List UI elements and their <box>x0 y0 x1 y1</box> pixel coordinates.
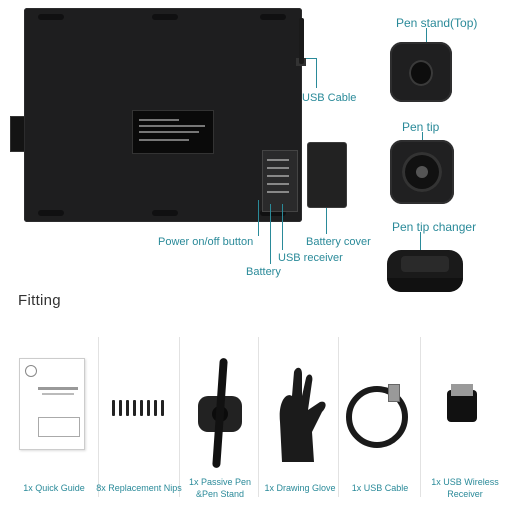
usb-cable-coil-icon <box>346 386 408 448</box>
tablet-label-sticker <box>132 110 214 154</box>
pen-tip-callout: Pen tip <box>402 120 440 134</box>
battery-cover-callout: Battery cover <box>306 236 371 248</box>
fitting-label: 1x USB Wireless Receiver <box>431 477 499 499</box>
pen-stand-icon <box>390 42 452 102</box>
fitting-label: 1x Drawing Glove <box>264 483 336 493</box>
usb-receiver-icon <box>447 384 477 422</box>
usb-plug-icon <box>388 384 400 402</box>
fitting-label: 1x Passive Pen &Pen Stand <box>188 477 252 499</box>
drawing-glove-icon <box>279 367 326 462</box>
pen-tip-changer-callout: Pen tip changer <box>392 220 477 234</box>
section-title: Fitting <box>18 292 61 309</box>
usb-cable-icon <box>299 18 304 64</box>
battery-slot <box>262 150 298 212</box>
battery-cover-icon <box>307 142 347 208</box>
pen-tip-changer-icon <box>387 250 463 292</box>
pen-tip-icon <box>390 140 454 204</box>
tablet-back-image <box>24 8 302 222</box>
quick-guide-icon <box>19 358 85 450</box>
usb-receiver-callout: USB receiver <box>278 252 343 264</box>
power-button-callout: Power on/off button <box>158 236 254 248</box>
battery-callout: Battery <box>246 266 281 278</box>
fitting-label: 8x Replacement Nips <box>96 483 182 493</box>
fitting-label: 1x USB Cable <box>351 483 409 493</box>
pen-stand-callout: Pen stand(Top) <box>396 16 478 30</box>
fitting-label: 1x Quick Guide <box>23 483 85 493</box>
usb-cable-callout: USB Cable <box>302 92 357 104</box>
